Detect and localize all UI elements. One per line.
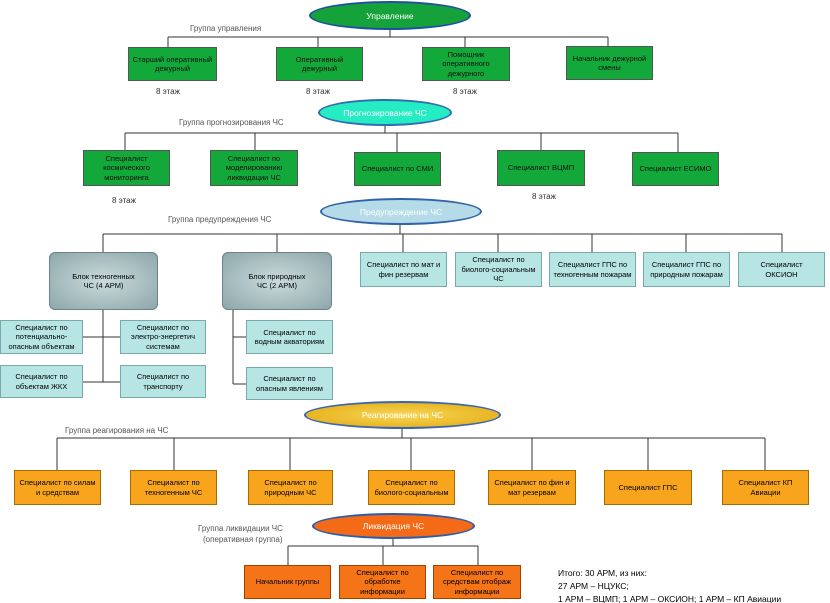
- summary-line: Итого: 30 АРМ, из них:: [558, 568, 647, 578]
- floor-label: 8 этаж: [306, 87, 330, 96]
- senior-duty-officer-box: Старший оперативный дежурный: [128, 47, 217, 81]
- oksion-specialist-box: Специалист ОКСИОН: [738, 252, 825, 287]
- block-title: Блок техногенных ЧС (4 АРМ): [72, 271, 135, 290]
- liquidation-title: Ликвидация ЧС: [362, 521, 425, 531]
- response-group-label: Группа реагирования на ЧС: [65, 426, 169, 435]
- role-label: Специалист по объектам ЖКХ: [15, 372, 68, 391]
- liquidation-group-label: Группа ликвидации ЧС: [198, 524, 283, 533]
- tech-emergency-block: Блок техногенных ЧС (4 АРМ): [49, 252, 158, 310]
- role-label: Специалист по опасным явлениям: [256, 374, 323, 393]
- role-label: Специалист ВЦМП: [507, 163, 575, 173]
- finance-reserves-specialist-box: Специалист по фин и мат резервам: [488, 470, 576, 505]
- liquidation-oval: Ликвидация ЧС: [312, 513, 475, 539]
- role-label: Специалист по электро-энергетич системам: [130, 322, 196, 351]
- power-systems-specialist-box: Специалист по электро-энергетич системам: [120, 320, 206, 354]
- hazard-phenomena-specialist-box: Специалист по опасным явлениям: [246, 367, 333, 400]
- role-label: Специалист ОКСИОН: [760, 260, 803, 279]
- liquidation-group-sublabel: (оперативная группа): [203, 535, 283, 544]
- group-chief-box: Начальник группы: [244, 565, 331, 599]
- esimo-specialist-box: Специалист ЕСИМО: [632, 152, 719, 186]
- role-label: Специалист ГПС: [618, 482, 678, 492]
- role-label: Специалист КП Авиации: [738, 478, 793, 497]
- role-label: Специалист ЕСИМО: [639, 164, 712, 174]
- natural-emergency-specialist-box: Специалист по природным ЧС: [248, 470, 333, 505]
- bio-social-response-specialist-box: Специалист по биолого-социальным: [368, 470, 455, 505]
- floor-label: 8 этаж: [112, 196, 136, 205]
- role-label: Специалист по потенциально- опасным объе…: [8, 322, 75, 351]
- modeling-specialist-box: Специалист по моделированию ликвидации Ч…: [210, 150, 298, 186]
- info-processing-specialist-box: Специалист по обработке информации: [339, 565, 426, 599]
- arm-summary: Итого: 30 АРМ, из них: 27 АРМ – НЦУКС; 1…: [558, 567, 781, 603]
- role-label: Специалист по фин и мат резервам: [494, 478, 570, 497]
- floor-label: 8 этаж: [532, 192, 556, 201]
- assistant-duty-officer-box: Помощник оперативного дежурного: [422, 47, 510, 81]
- warning-oval: Предупреждение ЧС: [320, 198, 482, 225]
- management-title: Управление: [366, 10, 414, 21]
- water-areas-specialist-box: Специалист по водным акваториям: [246, 320, 333, 354]
- forecasting-group-label: Группа прогнозирования ЧС: [179, 118, 284, 127]
- management-oval: Управление: [309, 1, 471, 30]
- reserves-specialist-box: Специалист по мат и фин резервам: [360, 252, 447, 287]
- natural-emergency-block: Блок природных ЧС (2 АРМ): [222, 252, 332, 310]
- role-label: Начальник дежурной смены: [572, 53, 647, 72]
- warning-group-label: Группа предупреждения ЧС: [168, 215, 272, 224]
- forecasting-oval: Прогнозирование ЧС: [318, 99, 452, 126]
- role-label: Специалист космического мониторинга: [103, 153, 150, 182]
- natural-fires-specialist-box: Специалист ГПС по природным пожарам: [643, 252, 730, 287]
- aviation-specialist-box: Специалист КП Авиации: [722, 470, 809, 505]
- role-label: Специалист ГПС по природным пожарам: [650, 260, 723, 279]
- role-label: Помощник оперативного дежурного: [442, 49, 490, 78]
- response-title: Реагирование на ЧС: [361, 410, 444, 420]
- tech-emergency-specialist-box: Специалист по техногенным ЧС: [130, 470, 217, 505]
- transport-specialist-box: Специалист по транспорту: [120, 365, 206, 398]
- role-label: Оперативный дежурный: [295, 54, 344, 73]
- tech-fires-specialist-box: Специалист ГПС по техногенным пожарам: [549, 252, 636, 287]
- summary-line: 27 АРМ – НЦУКС;: [558, 581, 629, 591]
- role-label: Специалист ГПС по техногенным пожарам: [553, 260, 632, 279]
- floor-label: 8 этаж: [453, 87, 477, 96]
- forces-means-specialist-box: Специалист по силам и средствам: [14, 470, 101, 505]
- block-title: Блок природных ЧС (2 АРМ): [248, 271, 306, 290]
- role-label: Специалист по природным ЧС: [264, 478, 317, 497]
- role-label: Специалист по обработке информации: [356, 567, 409, 596]
- role-label: Специалист по биолого-социальным ЧС: [461, 255, 536, 284]
- floor-label: 8 этаж: [156, 87, 180, 96]
- role-label: Специалист по транспорту: [136, 372, 190, 391]
- role-label: Начальник группы: [255, 577, 320, 587]
- media-specialist-box: Специалист по СМИ: [354, 152, 441, 186]
- role-label: Специалист по средствам отображ информац…: [443, 567, 511, 596]
- hazardous-objects-specialist-box: Специалист по потенциально- опасным объе…: [0, 320, 83, 354]
- role-label: Старший оперативный дежурный: [132, 54, 213, 73]
- management-group-label: Группа управления: [190, 24, 262, 33]
- bio-social-specialist-box: Специалист по биолого-социальным ЧС: [455, 252, 542, 287]
- role-label: Специалист по водным акваториям: [254, 327, 325, 346]
- role-label: Специалист по силам и средствам: [19, 478, 96, 497]
- gps-specialist-box: Специалист ГПС: [604, 470, 692, 505]
- housing-utilities-specialist-box: Специалист по объектам ЖКХ: [0, 365, 83, 398]
- duty-officer-box: Оперативный дежурный: [276, 47, 363, 81]
- role-label: Специалист по СМИ: [361, 164, 434, 174]
- role-label: Специалист по моделированию ликвидации Ч…: [225, 153, 283, 182]
- role-label: Специалист по мат и фин резервам: [366, 260, 441, 279]
- response-oval: Реагирование на ЧС: [304, 401, 501, 429]
- shift-chief-box: Начальник дежурной смены: [566, 46, 653, 80]
- space-monitoring-specialist-box: Специалист космического мониторинга: [83, 150, 170, 186]
- warning-title: Предупреждение ЧС: [359, 206, 443, 217]
- info-display-specialist-box: Специалист по средствам отображ информац…: [433, 565, 521, 599]
- role-label: Специалист по техногенным ЧС: [144, 478, 203, 497]
- vcmp-specialist-box: Специалист ВЦМП: [497, 150, 585, 186]
- role-label: Специалист по биолого-социальным: [374, 478, 449, 497]
- forecasting-title: Прогнозирование ЧС: [343, 107, 427, 118]
- summary-line: 1 АРМ – ВЦМП; 1 АРМ – ОКСИОН; 1 АРМ – КП…: [558, 594, 782, 603]
